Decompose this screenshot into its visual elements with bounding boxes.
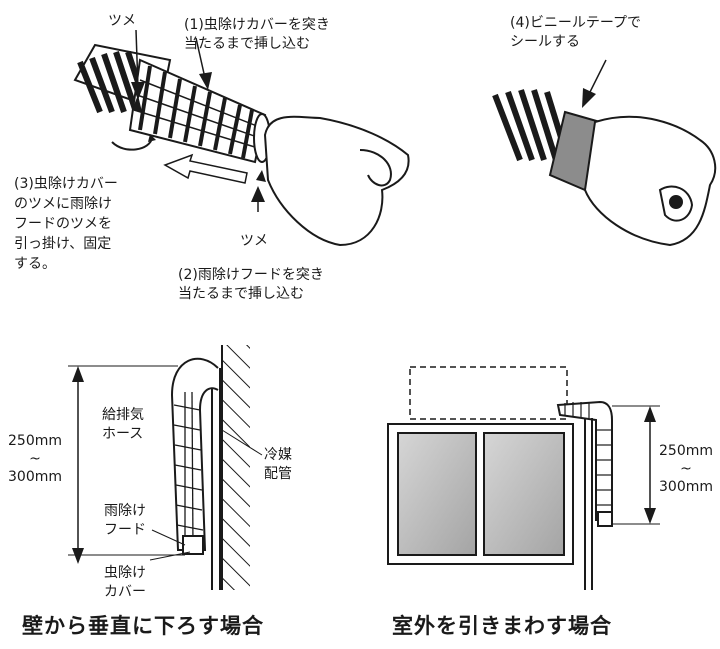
window-pane-left [397,432,477,556]
refrigerant-pipe-label: 冷媒 配管 [264,447,292,482]
taped-assembly-illustration [492,59,717,247]
hose-label: 給排気 ホース [102,407,144,442]
hose-right [492,89,571,162]
unit-outline-dashed [409,366,568,420]
assembly-illustration [73,29,410,247]
tab-label-top: ツメ [108,13,136,29]
wall-vertical-illustration [68,345,263,590]
step1-label: (1)虫除けカバーを突き 当たるまで挿し込む [184,17,330,52]
rain-hood [263,115,410,247]
step4-label: (4)ビニールテープで シールする [510,15,641,50]
step3-label: (3)虫除けカバー のツメに雨除け フードのツメを 引っ掛け、固定 する。 [14,176,118,272]
rain-hood-right [583,115,717,247]
caption-outdoor-route: 室外を引きまわす場合 [392,614,612,638]
caption-wall-vertical: 壁から垂直に下ろす場合 [22,614,264,638]
wall-hatching [222,345,250,590]
window-route-illustration [387,366,660,590]
tab-label-bottom: ツメ [240,233,268,249]
dimension-label-right: 250mm ~ 300mm [659,443,713,495]
rain-hood-label: 雨除け フード [104,503,146,538]
dimension-label-left: 250mm ~ 300mm [8,433,62,485]
step2-label: (2)雨除けフードを突き 当たるまで挿し込む [178,267,324,302]
insect-cover-label: 虫除け カバー [104,565,146,600]
window-pane-right [483,432,565,556]
